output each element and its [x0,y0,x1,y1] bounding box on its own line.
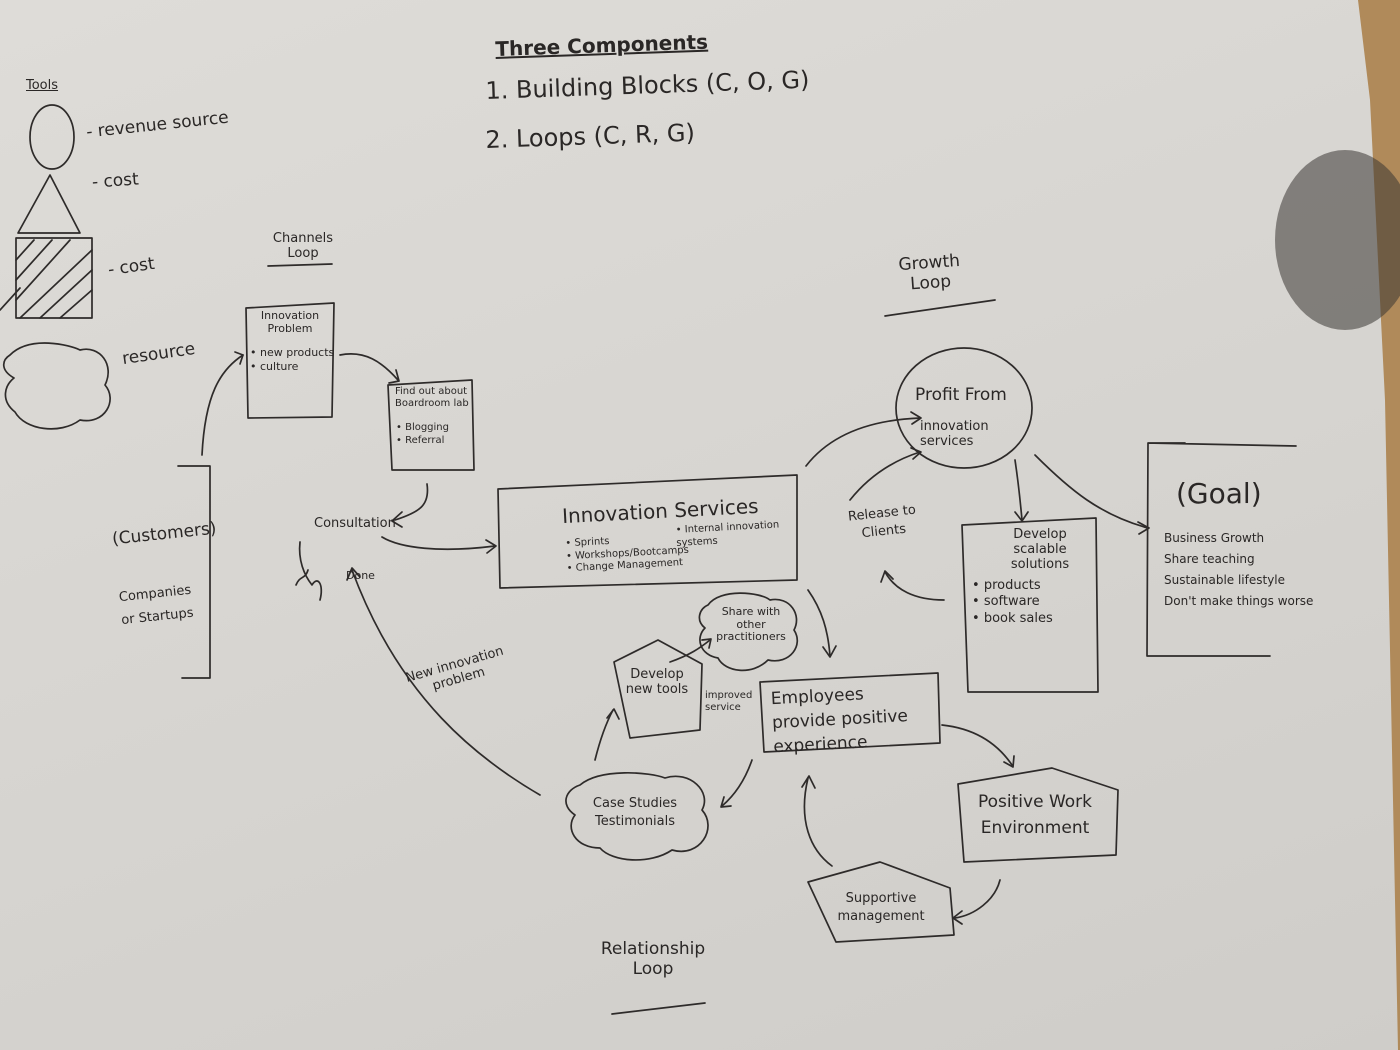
innovation-services-list: Sprints Workshops/Bootcamps Change Manag… [565,532,690,576]
list-item: Sustainable lifestyle [1164,573,1286,587]
innovation-problem-title: Innovation Problem [260,309,320,335]
find-out-title: Find out about Boardroom lab [395,386,469,409]
positive-work-label: Positive Work Environment [978,792,1092,838]
list-item: Business Growth [1164,531,1265,545]
list-item: products [972,578,1053,594]
innovation-problem-list: new products culture [250,346,334,374]
done-label: Done [346,569,375,582]
list-item: Don't make things worse [1164,594,1314,608]
case-studies-label: Case Studies Testimonials [592,796,678,830]
innovation-services-box [497,474,798,589]
develop-scalable-box [961,517,1099,693]
growth-loop-label: Growth Loop [897,250,961,294]
improved-label: improved service [705,690,753,713]
develop-tools-house [613,639,703,739]
hatched-rectangle-icon [0,237,93,319]
develop-tools-label: Develop new tools [625,667,689,697]
goal-list: Business Growth Share teaching Sustainab… [1164,528,1313,612]
legend-triangle-label: - cost [91,169,140,193]
list-item: Share teaching [1164,552,1255,566]
positive-work-box [957,767,1119,863]
list-item: Referral [396,435,449,448]
profit-oval [895,347,1033,469]
channels-loop-label: Channels Loop [272,231,334,261]
profit-line1: Profit From [915,385,1007,405]
cloud-icon [2,342,111,430]
supportive-house [807,861,955,943]
list-item: Blogging [396,422,449,435]
circle-icon [29,104,75,170]
list-item: software [972,594,1053,610]
innovation-problem-box [245,302,335,419]
case-studies-cloud [565,772,709,861]
supportive-label: Supportive management [837,891,925,925]
list-item: book sales [972,611,1053,627]
goal-title: (Goal) [1176,477,1262,510]
goal-bracket [1146,442,1297,657]
employees-label: Employees provide positive experience [770,684,909,757]
employees-box [759,672,941,753]
list-item: new products [250,346,334,360]
customers-subtitle: Companies or Startups [118,582,195,629]
find-out-box [387,379,475,471]
find-out-list: Blogging Referral [396,422,449,447]
list-item: culture [250,360,334,374]
consultation-label: Consultation [314,516,396,531]
triangle-icon [17,174,81,234]
develop-scalable-list: products software book sales [972,578,1053,627]
customers-bracket [177,465,211,679]
develop-scalable-title: Develop scalable solutions [1010,527,1070,572]
legend-heading: Tools [26,78,59,93]
share-cloud [698,592,799,672]
arrows [201,351,1150,925]
profit-line2: innovation services [920,419,989,449]
share-label: Share with other practitioners [716,605,786,644]
relationship-loop-label: Relationship Loop [600,939,706,979]
